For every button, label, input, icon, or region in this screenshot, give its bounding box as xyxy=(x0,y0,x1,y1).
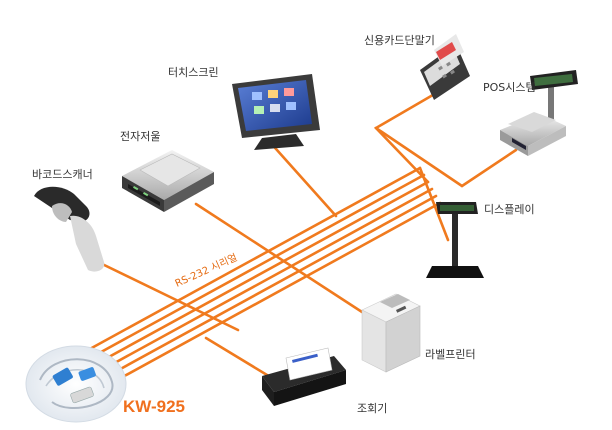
touch-screen-label: 터치스크린 xyxy=(168,66,219,79)
scale-label: 전자저울 xyxy=(120,130,161,143)
barcode-scanner-device xyxy=(34,186,105,272)
card-reader-device xyxy=(262,347,346,406)
card-terminal-label: 신용카드단말기 xyxy=(364,34,435,47)
electronic-scale-device xyxy=(122,150,214,212)
label-printer-label: 라벨프린터 xyxy=(425,348,476,361)
card-terminal-device xyxy=(420,34,470,100)
touch-screen-device xyxy=(232,74,320,150)
barcode-scanner-label: 바코드스캐너 xyxy=(32,168,93,181)
display-label: 디스플레이 xyxy=(484,203,535,216)
product-name-label: KW-925 xyxy=(123,397,186,416)
card-reader-label: 조회기 xyxy=(357,402,388,415)
kw925-converter-product xyxy=(25,345,127,423)
pos-system-device xyxy=(500,70,578,156)
pos-system-label: POS시스템 xyxy=(483,81,536,94)
cable-lines xyxy=(86,90,518,387)
label-printer-device xyxy=(361,293,421,373)
pole-display-device xyxy=(426,202,484,278)
